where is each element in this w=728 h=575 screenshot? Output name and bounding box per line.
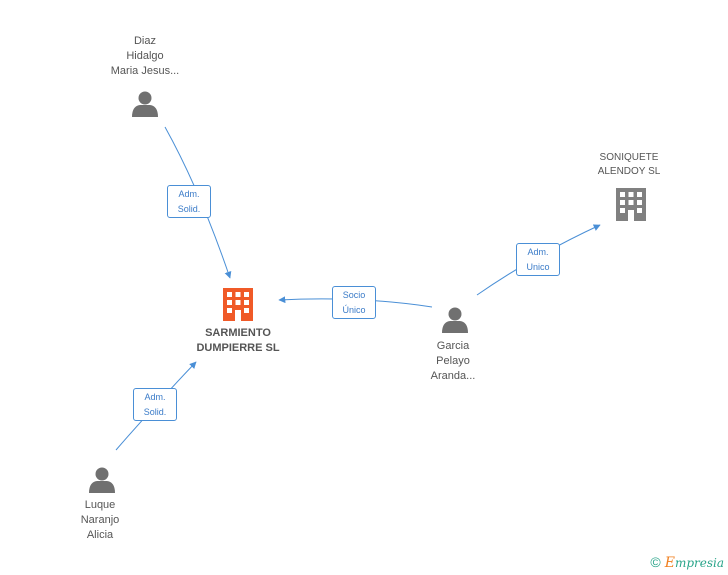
person-label-garcia[interactable]: Garcia Pelayo Aranda... (430, 340, 476, 382)
company-label-soniquete[interactable]: SONIQUETE ALENDOY SL (597, 152, 661, 177)
person-label-luque[interactable]: Luque Naranjo Alicia (80, 499, 120, 541)
edge-label-diaz-sarmiento: Adm. Solid. (167, 185, 211, 218)
edge-label-garcia-soniquete: Adm. Unico (516, 243, 560, 276)
edge-label-luque-sarmiento: Adm. Solid. (133, 388, 177, 421)
edge-label-garcia-sarmiento: Socio Único (332, 286, 376, 319)
person-icon[interactable] (442, 307, 468, 334)
building-icon[interactable] (616, 188, 646, 221)
person-icon[interactable] (132, 91, 158, 118)
brand-logo: ©Empresia (650, 554, 724, 571)
company-label-sarmiento[interactable]: SARMIENTO DUMPIERRE SL (196, 327, 280, 354)
brand-e: E (664, 555, 675, 571)
copyright-symbol: © (650, 554, 661, 570)
brand-name: mpresia (674, 556, 724, 570)
person-icon[interactable] (89, 467, 115, 494)
building-icon[interactable] (223, 288, 253, 321)
person-label-diaz[interactable]: Diaz Hidalgo Maria Jesus... (110, 35, 180, 77)
